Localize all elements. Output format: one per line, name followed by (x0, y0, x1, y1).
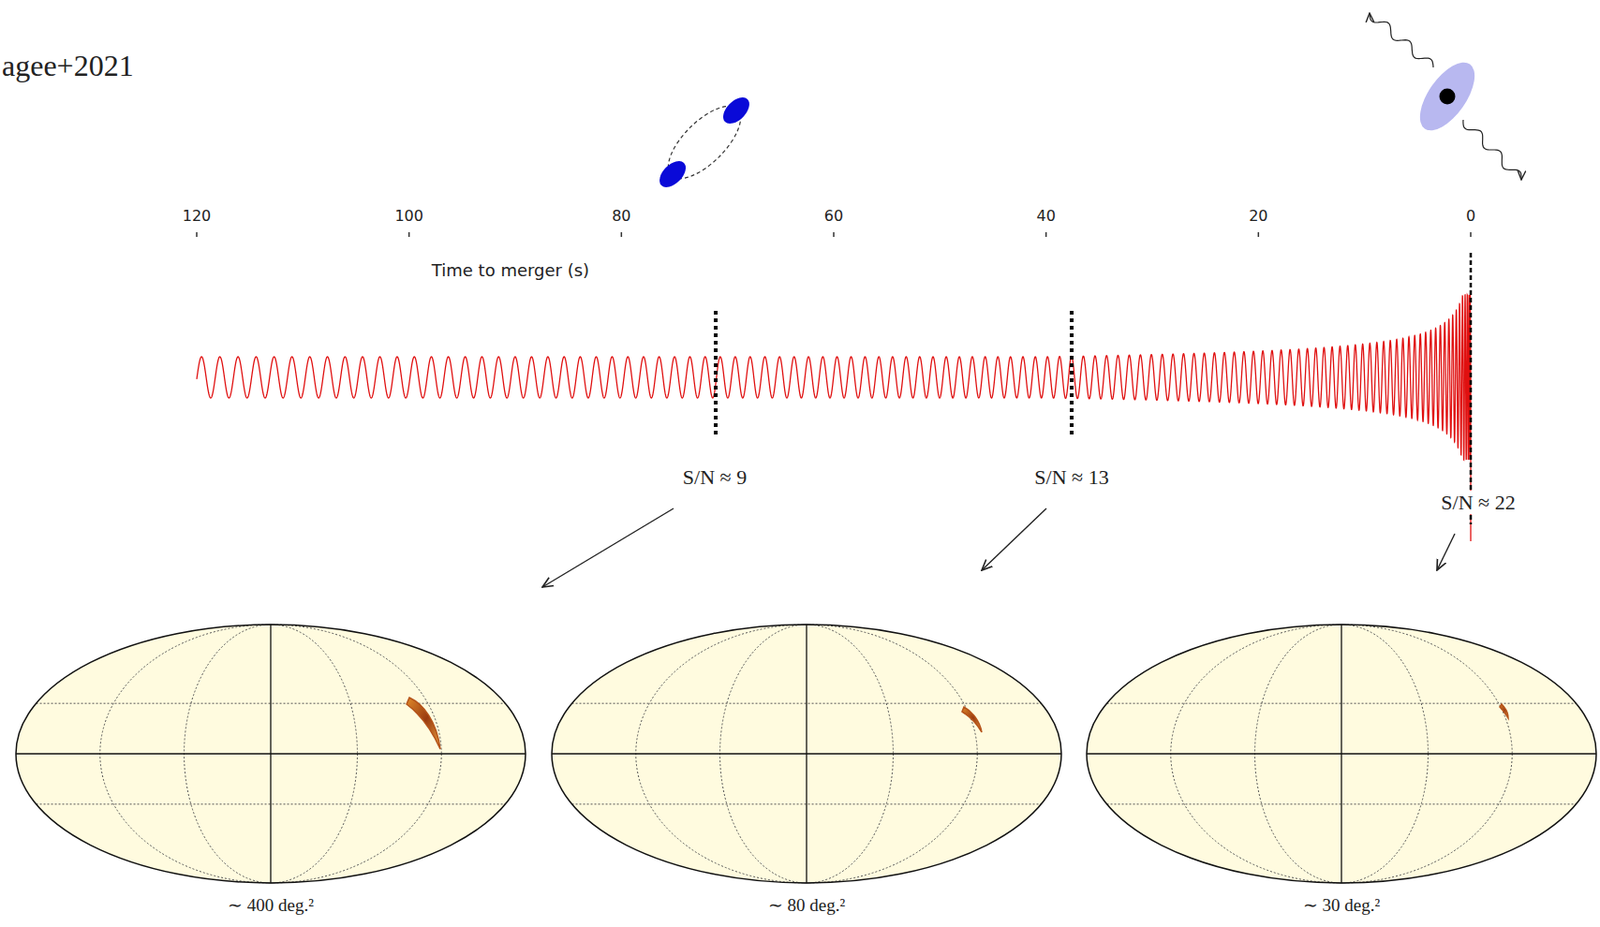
leader-arrow (1437, 533, 1455, 571)
axis-tick (832, 232, 835, 238)
sky-map: ∼ 400 deg.² (14, 622, 528, 919)
axis-tick-label: 80 (611, 207, 631, 225)
axis-tick (621, 232, 623, 238)
axis-tick-label: 100 (394, 207, 424, 225)
sky-map: ∼ 80 deg.² (549, 622, 1064, 919)
leader-arrow (542, 508, 674, 588)
axis-tick-label: 40 (1036, 207, 1055, 225)
axis-title: Time to merger (s) (431, 261, 590, 282)
axis-tick (1469, 232, 1472, 238)
map-grid (15, 624, 526, 884)
map-grid (551, 624, 1062, 884)
map-grid (551, 624, 1062, 884)
waveform (196, 295, 1471, 542)
map-grid (1086, 624, 1597, 884)
axis-tick (408, 232, 411, 238)
mollweide-map (549, 622, 1064, 886)
map-grid (1340, 624, 1342, 884)
map-grid (269, 624, 271, 884)
map-grid (15, 624, 526, 884)
snr-marker (713, 311, 718, 439)
axis-tick (1258, 232, 1260, 238)
area-caption: ∼ 30 deg.² (1303, 894, 1380, 917)
localization-region (1499, 704, 1509, 719)
axis-tick-label: 20 (1248, 207, 1268, 225)
localization-region (962, 707, 982, 733)
snr-marker (1069, 311, 1074, 439)
merger-icon (1369, 13, 1522, 180)
mollweide-map (1084, 622, 1599, 886)
map-grid (1086, 624, 1597, 884)
axis-tick (1045, 232, 1048, 238)
snr-label: S/N ≈ 13 (1034, 465, 1109, 489)
axis-tick-label: 60 (824, 207, 844, 225)
area-caption: ∼ 80 deg.² (768, 894, 845, 917)
leader-arrow (981, 508, 1047, 571)
waveform-line (196, 295, 1471, 542)
area-caption: ∼ 400 deg.² (227, 894, 314, 917)
axis-tick-label: 120 (182, 207, 212, 225)
sky-map: ∼ 30 deg.² (1084, 622, 1599, 919)
gw-squiggle (1463, 119, 1522, 180)
map-grid (805, 624, 807, 884)
axis-tick-label: 0 (1466, 207, 1476, 225)
axis-tick (195, 232, 198, 238)
snr-label: S/N ≈ 22 (1437, 490, 1518, 515)
binary-icon (646, 84, 762, 200)
snr-label: S/N ≈ 9 (682, 465, 747, 489)
localization-region (406, 697, 441, 750)
gw-squiggle (1369, 13, 1434, 68)
citation-label: agee+2021 (1, 48, 134, 84)
merger-marker (1469, 252, 1473, 525)
mollweide-map (14, 622, 528, 886)
